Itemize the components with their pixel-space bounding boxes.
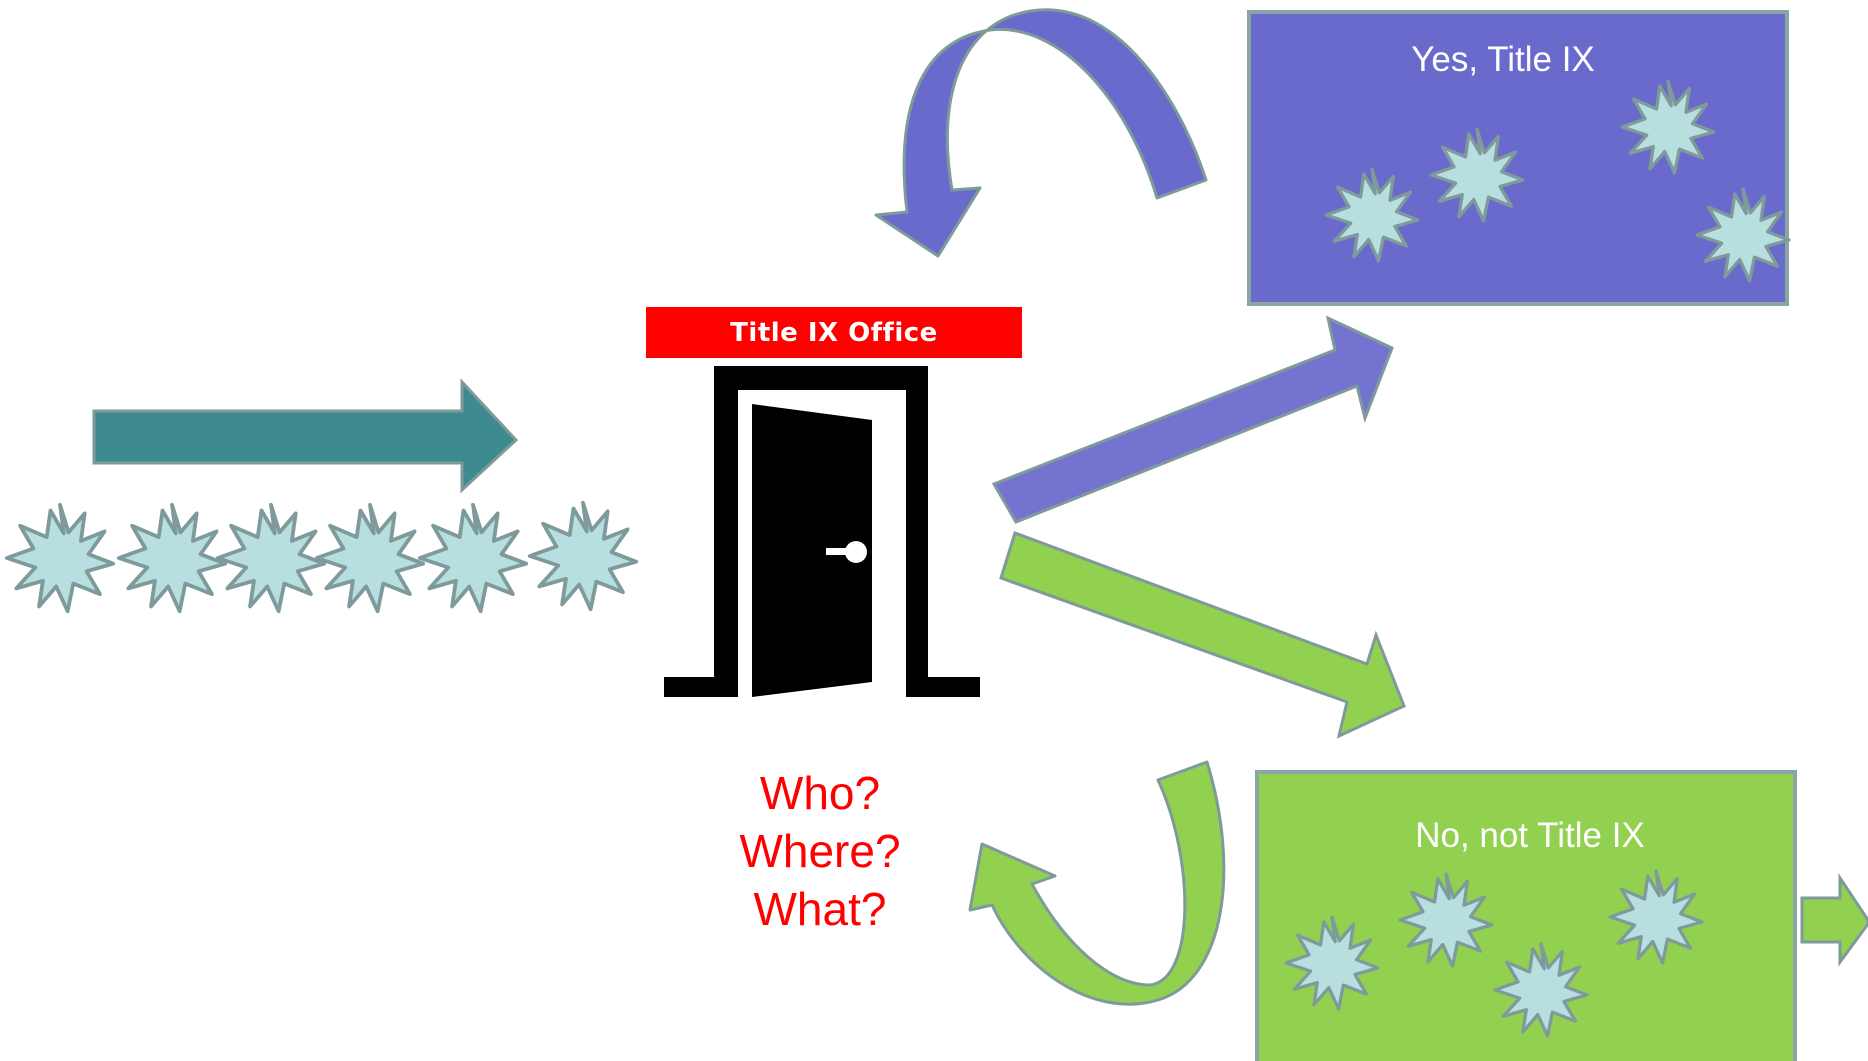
no-arrow: [999, 531, 1406, 739]
incoming-reports: [4, 500, 639, 614]
exit-arrow: [1800, 873, 1868, 967]
starburst-icon: [4, 502, 116, 614]
starburst-icon: [527, 500, 639, 612]
yes-arrow: [991, 315, 1394, 524]
office-sign: Title IX Office: [646, 307, 1022, 358]
door-icon: [664, 366, 980, 697]
yes-return-arrow: [874, 8, 1208, 258]
question-who: Who?: [759, 767, 881, 819]
no-box-title: No, not Title IX: [1415, 816, 1645, 855]
yes-box: [1247, 10, 1789, 306]
intake-questions: Who? Where? What?: [680, 764, 960, 938]
question-where: Where?: [739, 825, 901, 877]
starburst-icon: [215, 502, 327, 614]
yes-box-title: Yes, Title IX: [1411, 40, 1595, 79]
starburst-icon: [417, 502, 529, 614]
no-return-arrow: [968, 760, 1226, 1006]
incoming-arrow: [92, 378, 519, 494]
starburst-icon: [116, 502, 228, 614]
question-what: What?: [753, 883, 887, 935]
starburst-icon: [314, 502, 426, 614]
